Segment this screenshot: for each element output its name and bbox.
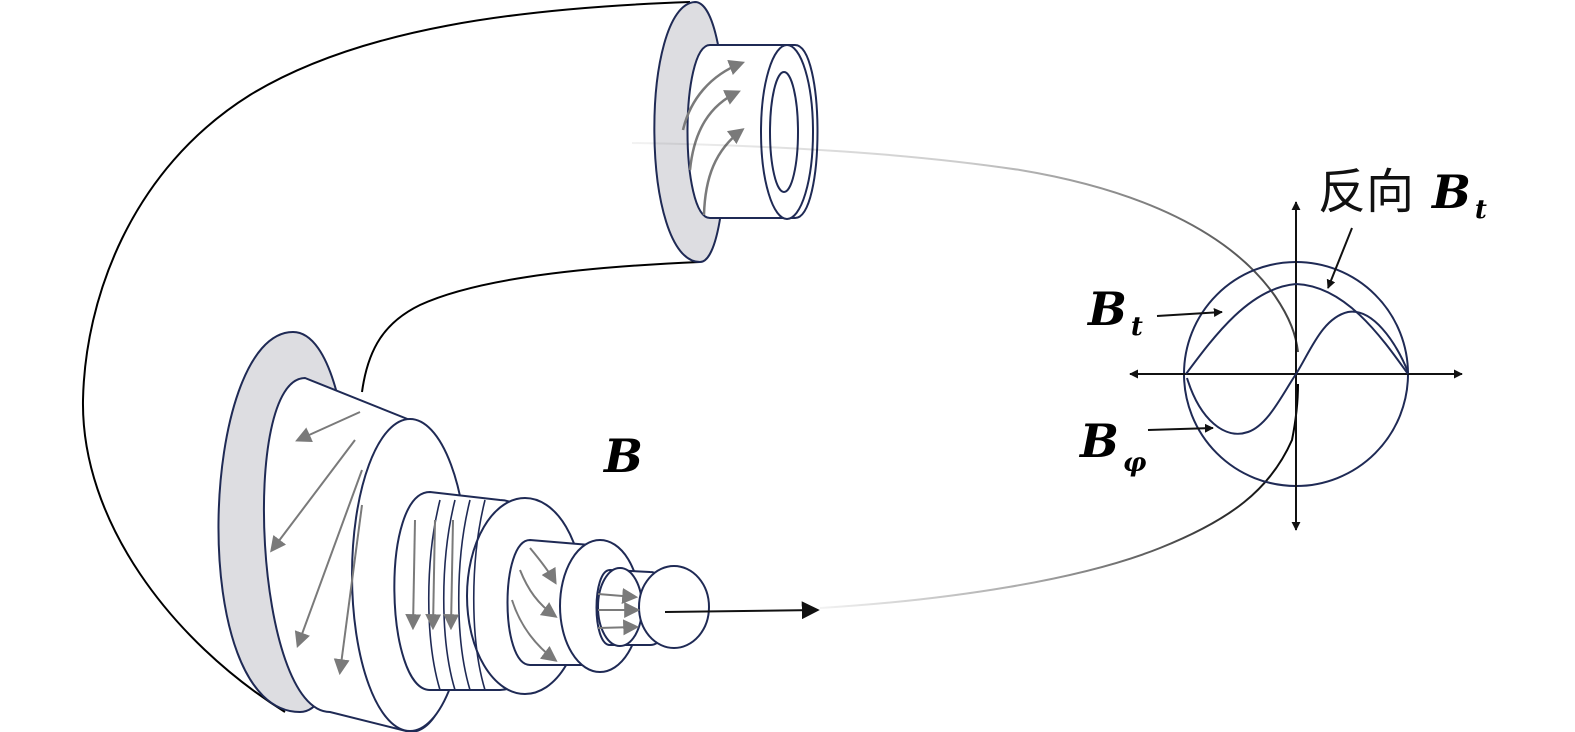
upper-cylinder-core: [769, 71, 799, 193]
field-arrow: [597, 619, 640, 636]
bottom-connecting-curve: [819, 383, 1299, 609]
bphi-profile-curve: [1186, 310, 1409, 435]
field-arrow: [702, 128, 745, 216]
top-connecting-curve: [631, 142, 1299, 353]
tube-outer-edge: [81, 1, 691, 713]
field-arrow: [688, 90, 741, 171]
field-arrow: [529, 547, 557, 585]
bphi-pointer: [1147, 423, 1214, 433]
layer-2-field-lines: [427, 499, 486, 691]
bt-label: B t: [1086, 282, 1143, 342]
core-cylinder-face: [638, 565, 710, 649]
lower-field-arrows: [270, 411, 641, 676]
lower-tube-end: [217, 330, 710, 732]
field-arrow: [295, 411, 361, 443]
flux-tube-outline: [81, 1, 701, 713]
field-arrow: [443, 519, 460, 631]
reverse-bt-pointer: [1326, 227, 1353, 289]
field-arrow: [294, 469, 363, 649]
bt-profile-curve: [1185, 282, 1409, 375]
bphi-label: B φ: [1078, 414, 1147, 478]
label-pointers: [1147, 227, 1353, 433]
cross-section-plot: [1129, 201, 1463, 531]
field-arrow: [597, 587, 639, 604]
layer-4-face: [597, 567, 643, 647]
core-axis-arrow: [664, 601, 820, 620]
field-arrow: [681, 60, 745, 131]
upper-tube-end: [653, 0, 819, 264]
field-arrow: [425, 519, 442, 631]
field-arrow: [405, 519, 422, 631]
field-arrow: [270, 439, 356, 553]
reverse-bt-label: 反向 B t: [1318, 164, 1487, 225]
field-arrow: [519, 569, 558, 618]
field-arrow: [333, 504, 363, 676]
upper-field-arrows: [681, 60, 745, 216]
tube-inner-edge: [361, 261, 701, 393]
field-label-B: B: [602, 429, 643, 483]
bt-pointer: [1156, 308, 1223, 317]
field-arrow: [511, 599, 558, 662]
